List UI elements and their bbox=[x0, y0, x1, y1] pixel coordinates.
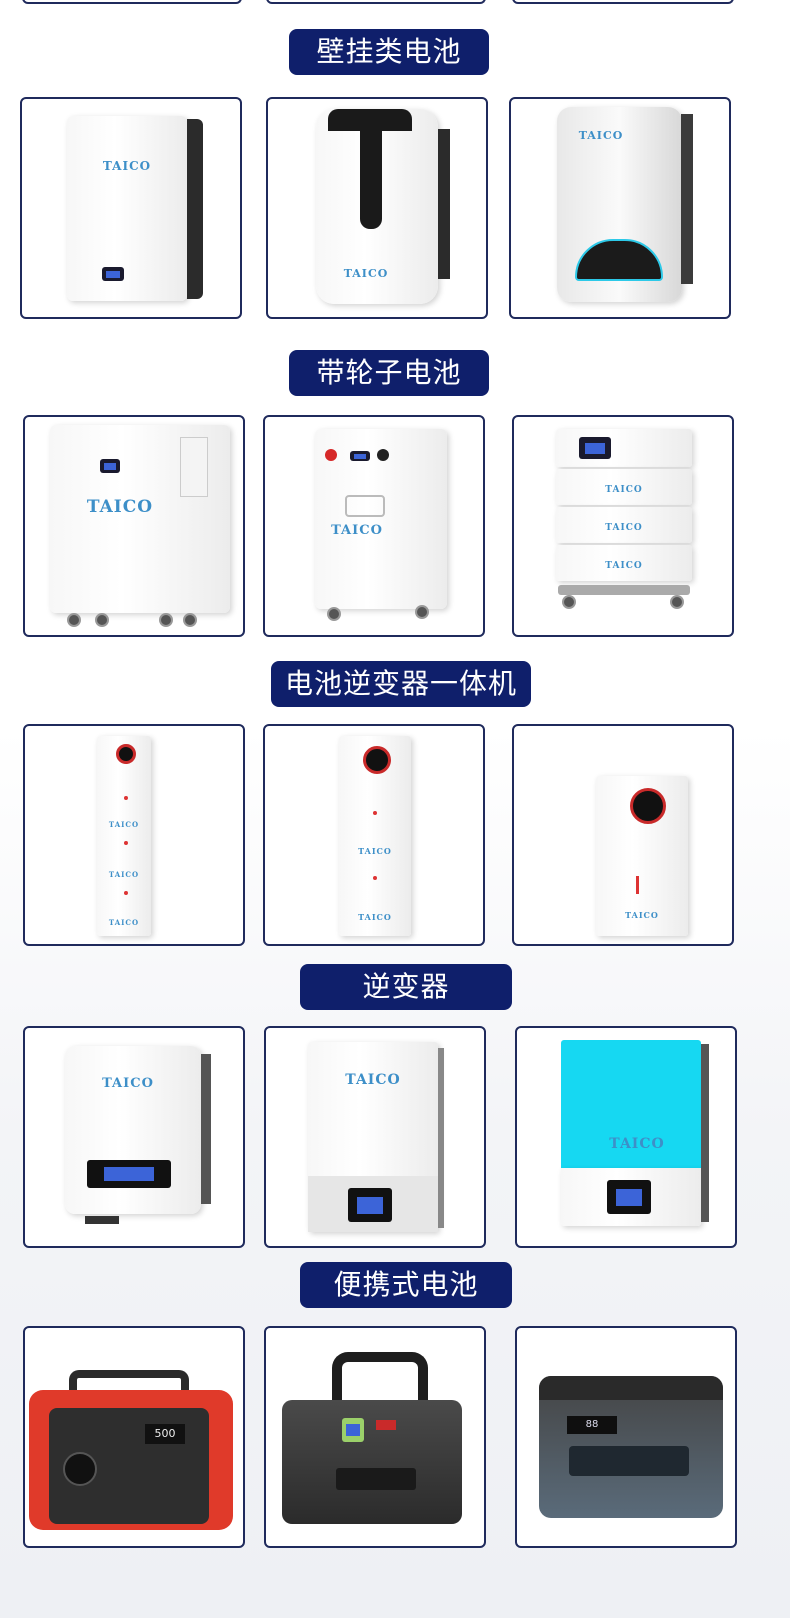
product-image bbox=[65, 1046, 201, 1214]
outlets bbox=[569, 1446, 689, 1476]
brand-logo: TAICO bbox=[605, 485, 643, 495]
brand-logo: TAICO bbox=[625, 910, 659, 920]
product-card-portable-black[interactable] bbox=[264, 1326, 486, 1548]
brand-logo: TAICO bbox=[102, 1076, 154, 1091]
product-card-wheeled-battery-cabinet[interactable]: TAICO bbox=[23, 415, 245, 637]
control-module bbox=[556, 429, 692, 467]
card-partial-1 bbox=[22, 0, 242, 4]
brand-logo: TAICO bbox=[108, 918, 140, 927]
section-title-portable-battery: 便携式电池 bbox=[300, 1262, 512, 1308]
brand-logo: TAICO bbox=[343, 267, 389, 280]
brand-logo: TAICO bbox=[609, 1136, 665, 1152]
display-readout: 500 bbox=[145, 1424, 185, 1444]
product-card-wall-battery-curved[interactable]: TAICO bbox=[509, 97, 731, 319]
brand-logo: TAICO bbox=[358, 846, 392, 856]
display-dial bbox=[630, 788, 666, 824]
brand-logo: TAICO bbox=[358, 912, 392, 922]
handle bbox=[345, 495, 385, 517]
product-card-inverter-cyan[interactable]: TAICO bbox=[515, 1026, 737, 1248]
product-card-wall-battery-flat[interactable]: TAICO bbox=[20, 97, 242, 319]
terminals bbox=[85, 1216, 119, 1224]
product-card-inverter-white-small[interactable]: TAICO bbox=[23, 1026, 245, 1248]
product-card-portable-grey[interactable]: 88 bbox=[515, 1326, 737, 1548]
product-card-portable-red[interactable]: 500 bbox=[23, 1326, 245, 1548]
section-title-wheeled-battery: 带轮子电池 bbox=[289, 350, 489, 396]
brand-logo: TAICO bbox=[605, 523, 643, 533]
brand-logo: TAICO bbox=[86, 497, 154, 517]
section-title-all-in-one: 电池逆变器一体机 bbox=[271, 661, 531, 707]
handle bbox=[332, 1352, 428, 1402]
brand-logo: TAICO bbox=[108, 870, 140, 879]
display-icon bbox=[102, 267, 124, 281]
display-readout: 88 bbox=[567, 1416, 617, 1434]
display-panel bbox=[342, 1418, 364, 1442]
display-icon bbox=[579, 437, 611, 459]
outlets bbox=[336, 1468, 416, 1490]
product-card-wheeled-battery-tall[interactable]: TAICO bbox=[263, 415, 485, 637]
brand-logo: TAICO bbox=[605, 561, 643, 571]
brand-logo: TAICO bbox=[578, 129, 624, 142]
product-card-all-in-one-medium[interactable]: TAICO TAICO bbox=[263, 724, 485, 946]
display-panel bbox=[607, 1180, 651, 1214]
product-card-inverter-white-tall[interactable]: TAICO bbox=[264, 1026, 486, 1248]
display-icon bbox=[100, 459, 120, 473]
product-card-wall-battery-t-shape[interactable]: TAICO bbox=[266, 97, 488, 319]
card-partial-3 bbox=[512, 0, 734, 4]
product-image bbox=[282, 1400, 462, 1524]
product-card-all-in-one-short[interactable]: TAICO bbox=[512, 724, 734, 946]
section-title-wall-battery: 壁挂类电池 bbox=[289, 29, 489, 75]
cart-base bbox=[558, 585, 690, 595]
product-card-stacked-battery-cart[interactable]: TAICO TAICO TAICO bbox=[512, 415, 734, 637]
card-partial-2 bbox=[266, 0, 486, 4]
brand-logo: TAICO bbox=[108, 820, 140, 829]
display-icon bbox=[350, 451, 370, 461]
socket bbox=[63, 1452, 97, 1486]
brand-logo: TAICO bbox=[331, 523, 383, 538]
display-panel bbox=[87, 1160, 171, 1188]
section-title-inverter: 逆变器 bbox=[300, 964, 512, 1010]
brand-logo: TAICO bbox=[345, 1072, 401, 1088]
product-image bbox=[67, 116, 187, 301]
display-dial bbox=[116, 744, 136, 764]
brand-logo: TAICO bbox=[102, 159, 152, 173]
product-image bbox=[97, 736, 151, 936]
product-card-all-in-one-tall[interactable]: TAICO TAICO TAICO bbox=[23, 724, 245, 946]
display-dial bbox=[363, 746, 391, 774]
product-image bbox=[561, 1040, 701, 1168]
display-panel bbox=[348, 1188, 392, 1222]
handle bbox=[69, 1370, 189, 1394]
